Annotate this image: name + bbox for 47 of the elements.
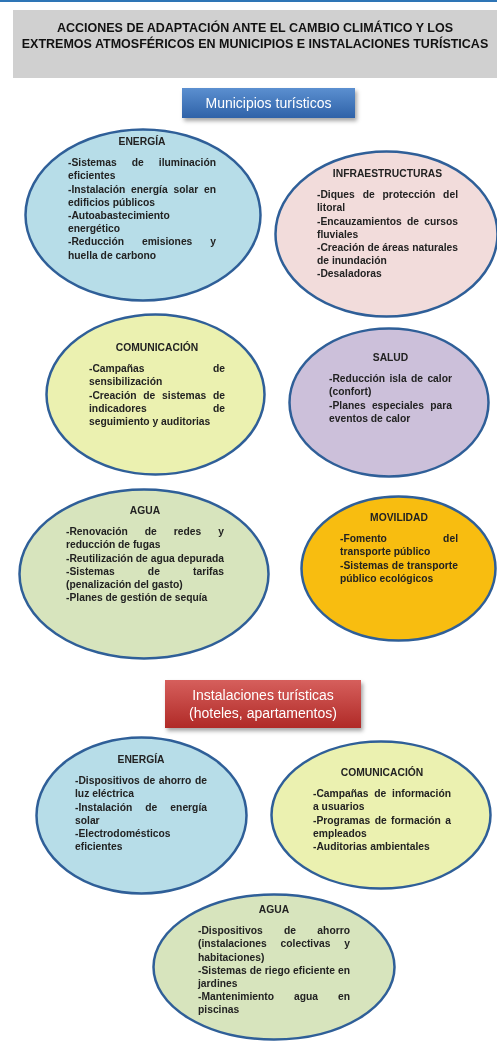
action-item: -Renovación de redes y reducción de fugas	[66, 525, 224, 552]
action-item: -Sistemas de iluminación eficientes	[68, 156, 216, 183]
action-item: -Dispositivos de ahorro de luz eléctrica	[75, 774, 207, 801]
category-heading: ENERGÍA	[117, 135, 167, 149]
action-item: -Mantenimiento agua en piscinas	[198, 990, 350, 1017]
action-item: -Fomento del transporte público	[340, 532, 458, 559]
section-header: Municipios turísticos	[182, 88, 355, 118]
action-item: -Reducción emisiones y huella de carbono	[68, 235, 216, 262]
action-item: -Reutilización de agua depurada	[66, 551, 224, 565]
action-item: -Diques de protección del litoral	[317, 188, 458, 215]
action-item: -Creación de sistemas de indicadores de seguimiento y auditorias	[89, 388, 225, 429]
action-item: -Programas de formación a empleados	[313, 813, 451, 840]
category-heading: AGUA	[128, 504, 162, 518]
action-item: -Instalación energía solar en edificios públicos	[68, 182, 216, 209]
action-item: -Reducción isla de calor (confort)	[329, 372, 452, 399]
action-item: -Campañas de sensibilización	[89, 362, 225, 389]
category-heading: MOVILIDAD	[369, 511, 429, 525]
category-heading: ENERGÍA	[116, 753, 166, 767]
action-item: -Sistemas de transporte público ecológicos	[340, 558, 458, 585]
action-item: -Encauzamientos de cursos fluviales	[317, 214, 458, 241]
category-heading: SALUD	[371, 351, 410, 365]
section-header: Instalaciones turísticas (hoteles, apartamentos)	[165, 680, 361, 728]
category-ellipse	[45, 313, 266, 476]
category-ellipse	[152, 893, 396, 1041]
category-heading: COMUNICACIÓN	[339, 766, 425, 780]
category-ellipse	[18, 488, 270, 660]
title-banner: ACCIONES DE ADAPTACIÓN ANTE EL CAMBIO CLIMÁTICO Y LOS EXTREMOS ATMOSFÉRICOS EN MUNICIPIOS E INSTALACIONES TURÍSTICAS	[13, 10, 497, 78]
action-item: -Sistemas de tarifas (penalización del gasto)	[66, 564, 224, 592]
category-heading: COMUNICACIÓN	[114, 341, 200, 355]
action-item: -Desaladoras	[317, 267, 383, 281]
category-ellipse	[288, 327, 490, 478]
action-item: -Electrodomésticos eficientes	[75, 827, 172, 854]
action-item: -Campañas de información a usuarios	[313, 787, 451, 814]
action-item: -Planes de gestión de sequía	[66, 591, 209, 605]
action-item: -Autoabastecimiento energético	[68, 209, 171, 236]
category-ellipse	[270, 740, 492, 890]
category-ellipse	[24, 128, 262, 302]
action-item: -Sistemas de riego eficiente en jardines	[198, 963, 350, 991]
category-ellipse	[300, 495, 497, 642]
category-heading: AGUA	[257, 903, 291, 917]
category-heading: INFRAESTRUCTURAS	[331, 167, 444, 181]
category-ellipse	[35, 736, 248, 895]
action-item: -Planes especiales para eventos de calor	[329, 398, 452, 425]
action-item: -Auditorias ambientales	[313, 840, 431, 854]
action-item: -Instalación de energía solar	[75, 800, 207, 827]
action-item: -Dispositivos de ahorro (instalaciones colectivas y habitaciones)	[198, 924, 350, 964]
action-item: -Creación de áreas naturales de inundación	[317, 241, 458, 268]
